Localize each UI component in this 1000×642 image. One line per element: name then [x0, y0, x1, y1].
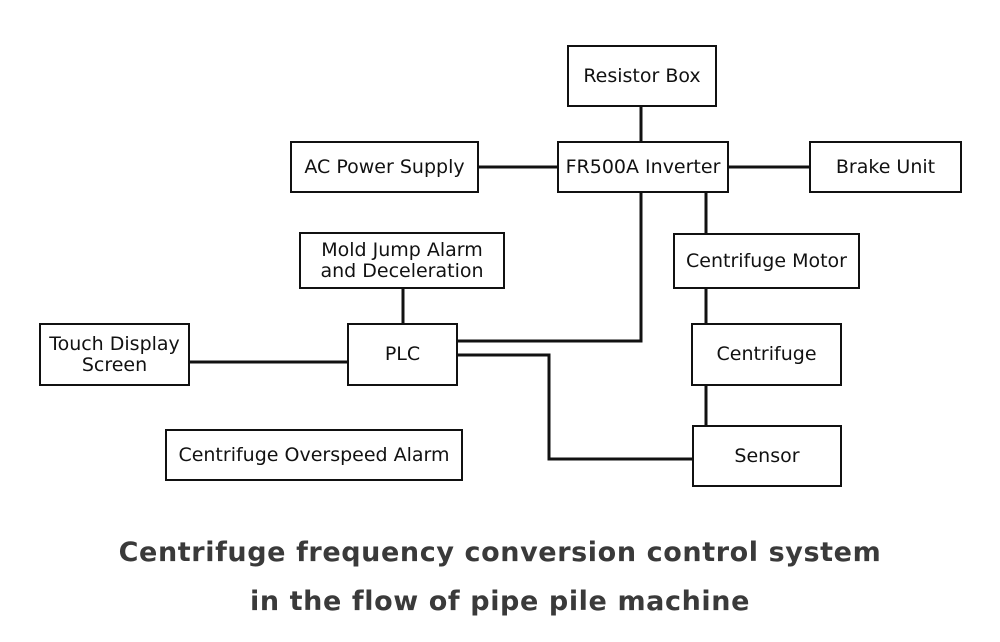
edge-inverter-plc: [458, 193, 643, 343]
sensor-node: Sensor: [692, 425, 842, 487]
centrifuge-motor-node: Centrifuge Motor: [673, 233, 860, 289]
caption-line-1: Centrifuge frequency conversion control …: [118, 537, 882, 568]
touch-display-node: Touch Display Screen: [39, 323, 190, 386]
plc-node: PLC: [347, 323, 458, 386]
resistor-box-node: Resistor Box: [567, 45, 717, 107]
ac-power-supply-node: AC Power Supply: [290, 141, 479, 193]
block-diagram: Resistor Box AC Power Supply FR500A Inve…: [39, 45, 962, 487]
caption-line-2: in the flow of pipe pile machine: [249, 586, 751, 617]
overspeed-alarm-node: Centrifuge Overspeed Alarm: [165, 429, 463, 481]
centrifuge-node: Centrifuge: [691, 323, 842, 386]
connection-lines: [190, 106, 810, 461]
mold-jump-alarm-node: Mold Jump Alarm and Deceleration: [299, 232, 505, 289]
inverter-node: FR500A Inverter: [557, 141, 729, 193]
brake-unit-node: Brake Unit: [809, 141, 962, 193]
edge-plc-sensor: [458, 353, 693, 461]
